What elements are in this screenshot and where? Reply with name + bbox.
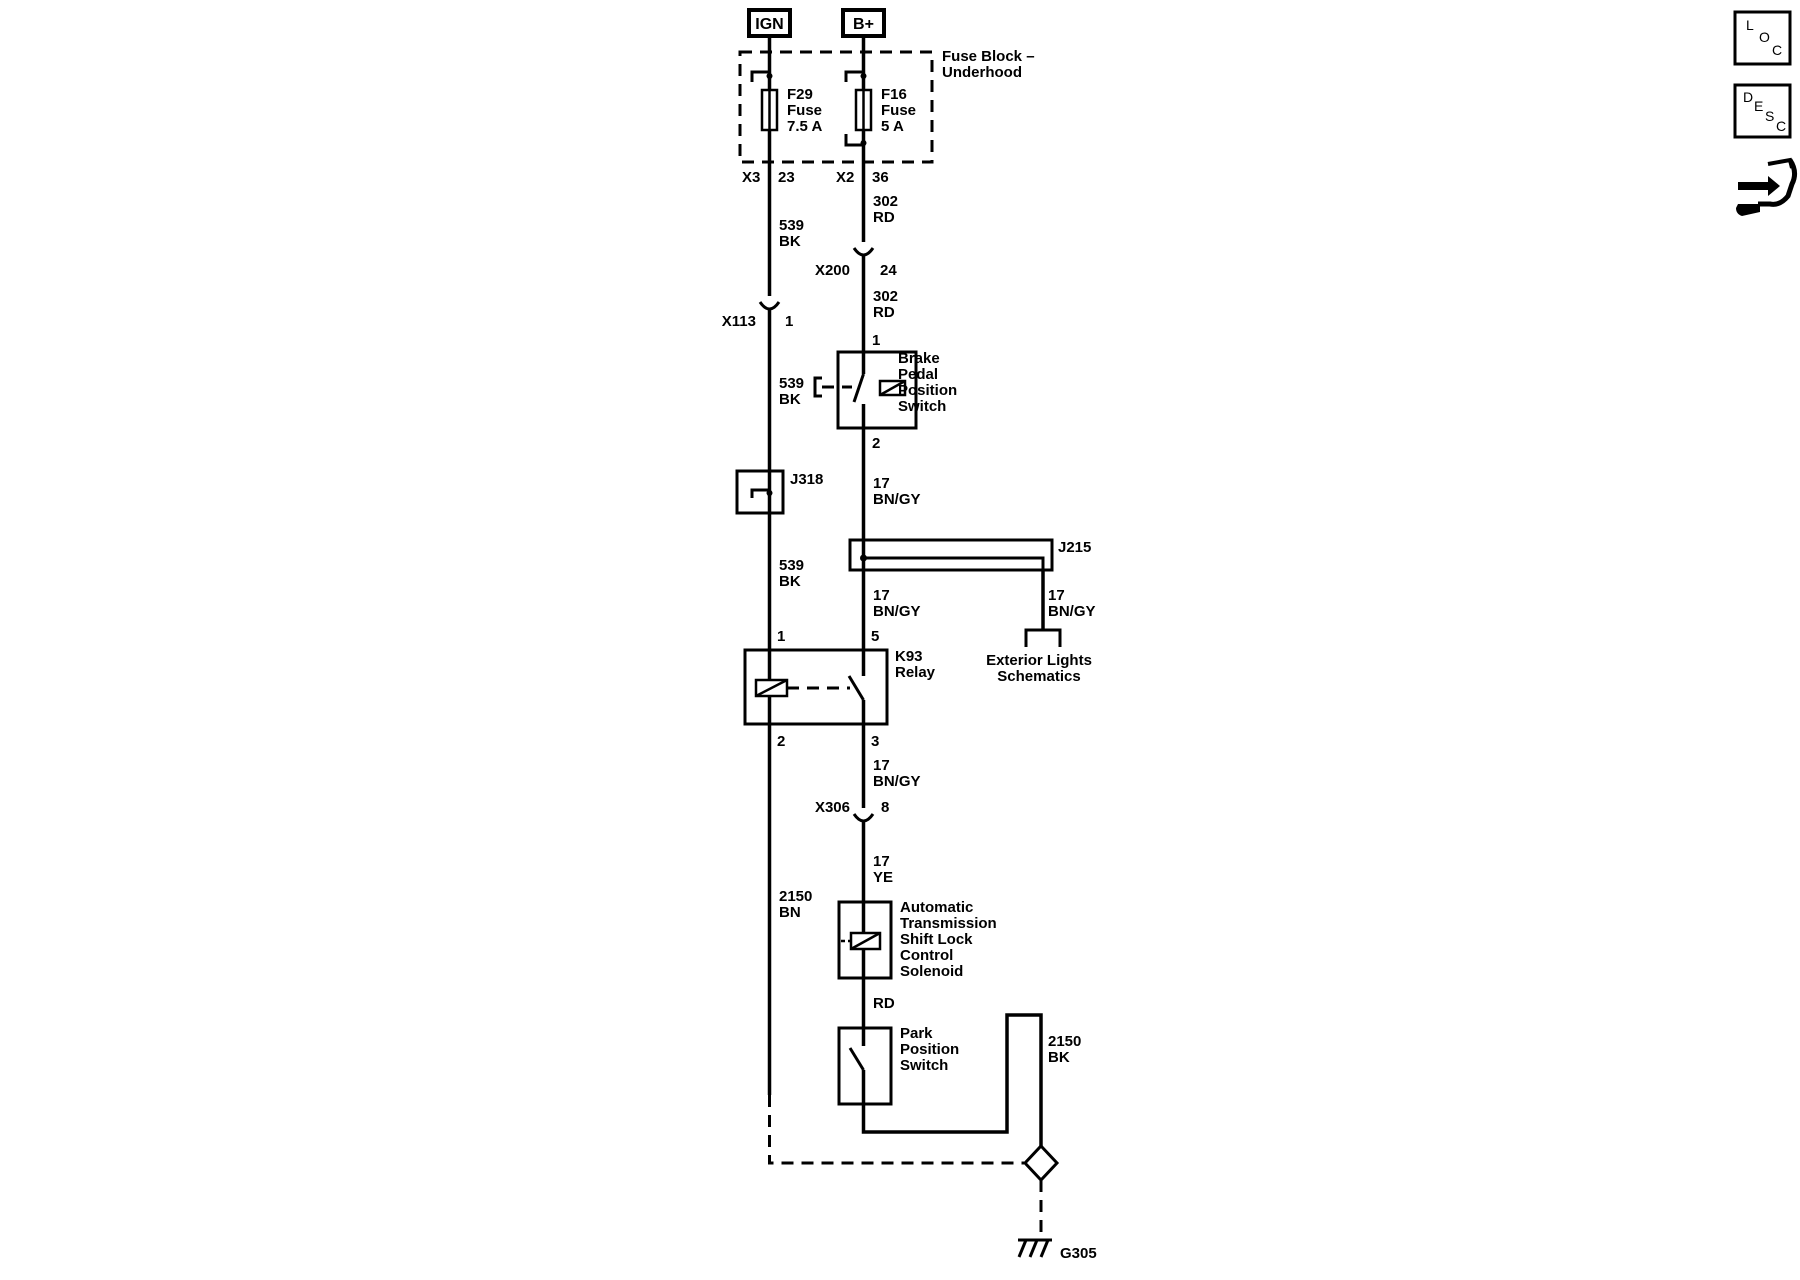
wire-17-ye-circuit: 17 (873, 853, 890, 870)
park-position-switch (837, 1026, 893, 1106)
wire-2150-bn-circuit: 2150 (779, 888, 812, 905)
x2-pin-label: 36 (872, 169, 889, 186)
bplus-supply: B+ (841, 8, 886, 38)
f29-type: Fuse (787, 102, 822, 119)
wire-539-c-color: BK (779, 573, 801, 590)
wire-539-a-circuit: 539 (779, 217, 804, 234)
wire-2150-bn-color: BN (779, 904, 801, 921)
solenoid-line4: Control (900, 947, 953, 964)
exterior-lights-line1: Exterior Lights (986, 652, 1092, 669)
x200-connector (852, 247, 875, 257)
fuse-f29 (750, 70, 779, 162)
park-switch-line1: Park (900, 1025, 933, 1042)
brake-switch-pin-1: 1 (872, 332, 880, 349)
description-view-button[interactable]: D E S C (1733, 83, 1792, 139)
wire-2150-bk-color: BK (1048, 1049, 1070, 1066)
j318-label: J318 (790, 471, 823, 488)
desc-letter-s: S (1765, 108, 1774, 124)
loc-letter-c: C (1772, 42, 1782, 58)
wire-302-b-circuit: 302 (873, 288, 898, 305)
fuse-block-title: Fuse Block – (942, 48, 1035, 65)
brake-pedal-position-switch (813, 350, 918, 430)
wire-rd-color: RD (873, 995, 895, 1012)
exterior-lights-line2: Schematics (997, 668, 1080, 685)
j215-label: J215 (1058, 539, 1091, 556)
wire-539-b-circuit: 539 (779, 375, 804, 392)
x113-label: X113 (722, 313, 756, 330)
x113-connector (758, 301, 781, 311)
solenoid-line2: Transmission (900, 915, 997, 932)
wire-17-c-color: BN/GY (873, 773, 921, 790)
park-switch-line3: Switch (900, 1057, 948, 1074)
wire-17-a-circuit: 17 (873, 475, 890, 492)
brake-switch-line3: Position (898, 382, 957, 399)
x306-connector (852, 813, 875, 823)
solenoid-line3: Shift Lock (900, 931, 973, 948)
relay-type: Relay (895, 664, 936, 681)
x3-pin-label: 23 (778, 169, 795, 186)
relay-name: K93 (895, 648, 923, 665)
desc-letter-d: D (1743, 89, 1753, 105)
x3-connector-label: X3 (742, 169, 760, 186)
relay-pin-2: 2 (777, 733, 785, 750)
brake-switch-line1: Brake (898, 350, 940, 367)
x200-label: X200 (815, 262, 850, 279)
solenoid-line5: Solenoid (900, 963, 963, 980)
wire-17-b-color: BN/GY (873, 603, 921, 620)
ign-label: IGN (755, 16, 783, 33)
f16-name: F16 (881, 86, 907, 103)
wire-302-b-color: RD (873, 304, 895, 321)
wire-17-d-circuit: 17 (1048, 587, 1065, 604)
solenoid-line1: Automatic (900, 899, 973, 916)
diagnostic-wrench-icon[interactable] (1736, 157, 1798, 216)
desc-letter-e: E (1754, 98, 1763, 114)
location-view-button[interactable]: L O C (1733, 10, 1792, 66)
k93-relay (743, 648, 889, 726)
ign-supply: IGN (747, 8, 792, 38)
f29-rating: 7.5 A (787, 118, 822, 135)
brake-switch-pin-2: 2 (872, 435, 880, 452)
fuse-f16 (844, 70, 873, 162)
ground-splice-node (1022, 1143, 1060, 1183)
wire-539-b-color: BK (779, 391, 801, 408)
bplus-label: B+ (853, 16, 874, 33)
wire-17-c-circuit: 17 (873, 757, 890, 774)
wire-17-ye-color: YE (873, 869, 893, 886)
x200-pin: 24 (880, 262, 897, 279)
shift-lock-solenoid (837, 900, 893, 980)
j318-splice (735, 469, 785, 515)
fuse-block-subtitle: Underhood (942, 64, 1022, 81)
wire-17-b-circuit: 17 (873, 587, 890, 604)
fuse-block-outline (738, 50, 934, 164)
wire-17-a-color: BN/GY (873, 491, 921, 508)
relay-pin-1: 1 (777, 628, 785, 645)
wire-17-d-color: BN/GY (1048, 603, 1096, 620)
loc-letter-l: L (1746, 17, 1754, 33)
wire-2150-bk-circuit: 2150 (1048, 1033, 1081, 1050)
brake-switch-line2: Pedal (898, 366, 938, 383)
f16-type: Fuse (881, 102, 916, 119)
ground-label: G305 (1060, 1245, 1097, 1262)
x113-pin: 1 (785, 313, 793, 330)
x306-pin: 8 (881, 799, 889, 816)
x306-label: X306 (815, 799, 850, 816)
x2-connector-label: X2 (836, 169, 854, 186)
optional-ground-path (768, 1095, 1024, 1165)
ground-g305-icon (1017, 1238, 1052, 1258)
wire-302-a-circuit: 302 (873, 193, 898, 210)
wire-2150-bk (861, 1013, 1043, 1148)
relay-pin-5: 5 (871, 628, 879, 645)
park-switch-line2: Position (900, 1041, 959, 1058)
f29-name: F29 (787, 86, 813, 103)
wire-302-a-color: RD (873, 209, 895, 226)
wire-539-a-color: BK (779, 233, 801, 250)
exterior-lights-ref-bracket (1024, 628, 1062, 647)
f16-rating: 5 A (881, 118, 904, 135)
wire-539-c-circuit: 539 (779, 557, 804, 574)
brake-switch-line4: Switch (898, 398, 946, 415)
loc-letter-o: O (1759, 29, 1770, 45)
relay-pin-3: 3 (871, 733, 879, 750)
desc-letter-c: C (1776, 118, 1786, 134)
